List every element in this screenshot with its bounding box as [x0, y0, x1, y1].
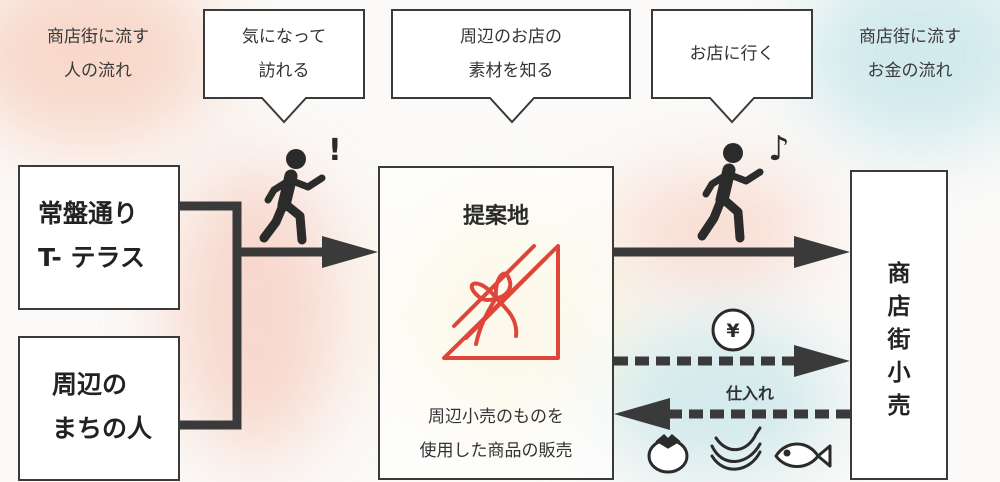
walking-person-icon [259, 149, 326, 245]
retail-label-char: 街 [887, 327, 911, 353]
money-flow-arrow-head [794, 345, 850, 377]
source-merge-lines [180, 201, 330, 430]
source-label-locals: 周辺の まちの人 [52, 370, 153, 443]
gift-icon [442, 244, 560, 360]
bubble-go-shop [651, 9, 813, 124]
banana-icon [710, 426, 762, 471]
retail-label-char: 店 [887, 294, 911, 320]
bubble-visit-text: 気になって 訪れる [241, 27, 327, 81]
money-flow-label: 商店街に流す お金の流れ [859, 27, 961, 81]
source-box-locals [18, 336, 180, 481]
retail-label-char: 売 [887, 393, 911, 419]
music-note-mark: ♪ [768, 129, 790, 169]
bubble-visit [203, 9, 365, 124]
purchase-arrow-head [614, 398, 670, 430]
fish-icon [774, 442, 832, 468]
arrow-to-retail-head [794, 236, 850, 268]
arrow-to-site-head [322, 236, 378, 268]
bubble-learn-text: 周辺のお店の 素材を知る [460, 27, 562, 81]
retail-label-char: 商 [887, 261, 911, 287]
exclaim-mark: ! [328, 133, 342, 168]
retail-label: 商 店 街 小 売 [884, 258, 914, 423]
coin-icon: ¥ [711, 308, 755, 352]
tomato-icon [647, 433, 689, 474]
retail-label-char: 小 [887, 360, 911, 386]
proposed-site-description: 周辺小売のものを 使用した商品の販売 [419, 407, 573, 461]
proposed-site-box [378, 166, 614, 480]
purchase-label: 仕入れ [725, 384, 774, 403]
walking-person-icon [697, 143, 764, 243]
svg-text:¥: ¥ [726, 320, 739, 342]
proposed-site-title: 提案地 [462, 204, 529, 229]
source-box-terrace [18, 165, 180, 310]
bubble-learn [391, 9, 631, 124]
bubble-go-shop-text: お店に行く [689, 44, 775, 64]
retail-box [850, 170, 948, 480]
source-label-terrace: 常盤通り T- テラス [38, 199, 145, 272]
people-flow-label: 商店街に流す 人の流れ [47, 27, 149, 81]
